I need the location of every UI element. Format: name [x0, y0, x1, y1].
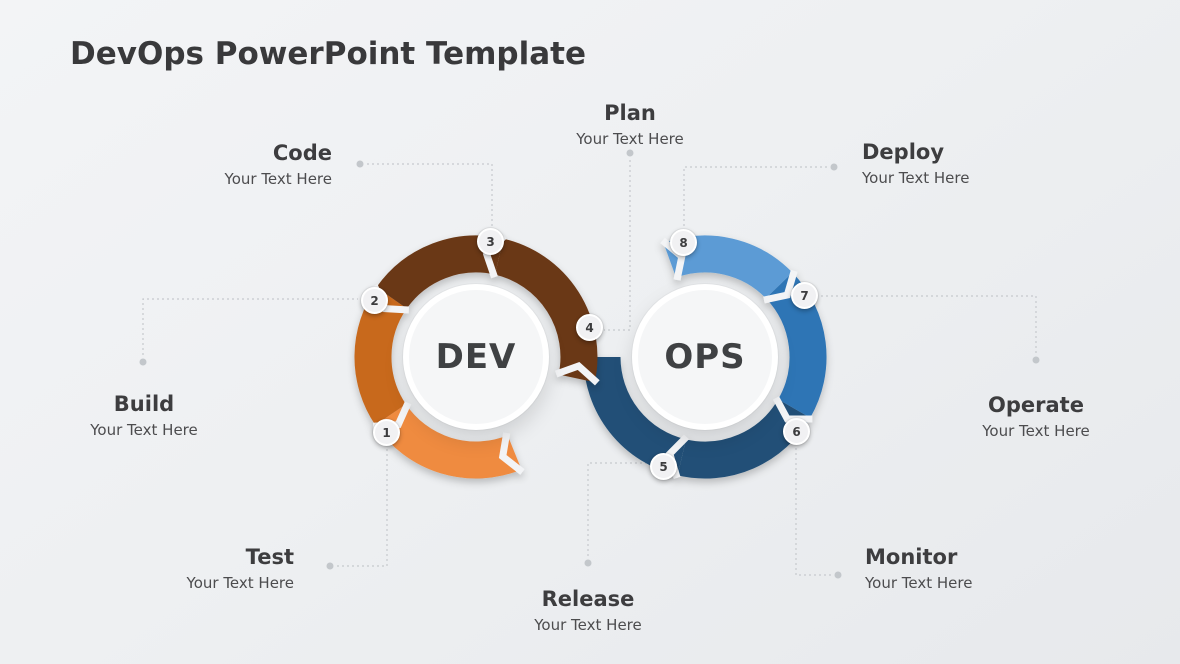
connector-line-plan: [604, 160, 631, 331]
connector-dot-deploy: [830, 163, 838, 171]
stage-name-plan: Plan: [604, 101, 656, 125]
chevron-notch-deploy-operate: [763, 269, 798, 304]
stage-subtitle-release: Your Text Here: [534, 616, 642, 635]
stage-label-test: Test Your Text Here: [94, 545, 294, 592]
stage-label-monitor: Monitor Your Text Here: [865, 545, 1085, 592]
ops-arc-deploy-segment: [663, 235, 793, 299]
connector-lines: [139, 149, 1040, 579]
stage-badge-2: 2: [361, 287, 388, 314]
connector-dot-code: [356, 160, 364, 168]
connector-dot-plan: [626, 149, 634, 157]
connector-dot-build: [139, 358, 147, 366]
ops-arc-operate-segment: [765, 272, 827, 418]
ops-arc-monitor-segment: [677, 398, 811, 479]
stage-subtitle-code: Your Text Here: [224, 170, 332, 189]
stage-badge-7: 7: [791, 282, 818, 309]
connector-line-code: [367, 163, 493, 230]
ops-arc-release-segment: [583, 356, 687, 476]
stage-subtitle-monitor: Your Text Here: [865, 574, 973, 593]
ops-hub-label: OPS: [664, 337, 746, 377]
dev-loop: [354, 233, 600, 479]
connector-line-operate: [820, 295, 1037, 353]
stage-subtitle-plan: Your Text Here: [576, 130, 684, 149]
connector-line-test: [337, 447, 388, 567]
ops-hub-circle: OPS: [632, 284, 778, 430]
dev-hub-label: DEV: [435, 337, 517, 377]
stage-badge-8: 8: [670, 229, 697, 256]
stage-label-operate: Operate Your Text Here: [936, 393, 1136, 440]
page-title: DevOps PowerPoint Template: [70, 36, 586, 72]
stage-name-operate: Operate: [988, 393, 1084, 417]
stage-name-monitor: Monitor: [865, 545, 958, 569]
chevron-notch-operate-monitor: [772, 396, 813, 423]
chevron-notch-dev-ops-crossing: [555, 362, 600, 386]
dev-hub-circle: DEV: [403, 284, 549, 430]
connector-dot-test: [326, 562, 334, 570]
stage-badge-6: 6: [783, 418, 810, 445]
connector-line-monitor: [795, 446, 831, 576]
dev-arc-plan-segment: [494, 238, 598, 383]
connector-dot-release: [584, 559, 592, 567]
stage-name-code: Code: [272, 141, 332, 165]
stage-label-release: Release Your Text Here: [488, 587, 688, 634]
connector-line-deploy: [683, 166, 827, 230]
stage-subtitle-build: Your Text Here: [90, 421, 198, 440]
stage-label-build: Build Your Text Here: [44, 392, 244, 439]
stage-name-test: Test: [245, 545, 294, 569]
stage-name-build: Build: [113, 392, 175, 416]
stage-name-deploy: Deploy: [862, 140, 945, 164]
stage-badge-5: 5: [650, 453, 677, 480]
stage-badge-4: 4: [576, 314, 603, 341]
stage-subtitle-operate: Your Text Here: [982, 422, 1090, 441]
connector-line-build: [142, 298, 358, 355]
connector-dot-monitor: [834, 571, 842, 579]
chevron-notch-dev-tail: [498, 432, 525, 475]
stage-label-plan: Plan Your Text Here: [540, 101, 720, 148]
connector-dot-operate: [1032, 356, 1040, 364]
stage-subtitle-test: Your Text Here: [186, 574, 294, 593]
ops-loop: [583, 235, 827, 479]
stage-badge-3: 3: [477, 228, 504, 255]
stage-badge-1: 1: [373, 419, 400, 446]
chevron-notch-ops-tail: [660, 237, 686, 281]
stage-name-release: Release: [541, 587, 635, 611]
stage-subtitle-deploy: Your Text Here: [862, 169, 970, 188]
stage-label-deploy: Deploy Your Text Here: [862, 140, 1082, 187]
dev-arc-test-segment: [375, 403, 522, 479]
dev-arc-build-segment: [354, 287, 408, 425]
stage-label-code: Code Your Text Here: [132, 141, 332, 188]
connector-line-release: [587, 462, 648, 556]
